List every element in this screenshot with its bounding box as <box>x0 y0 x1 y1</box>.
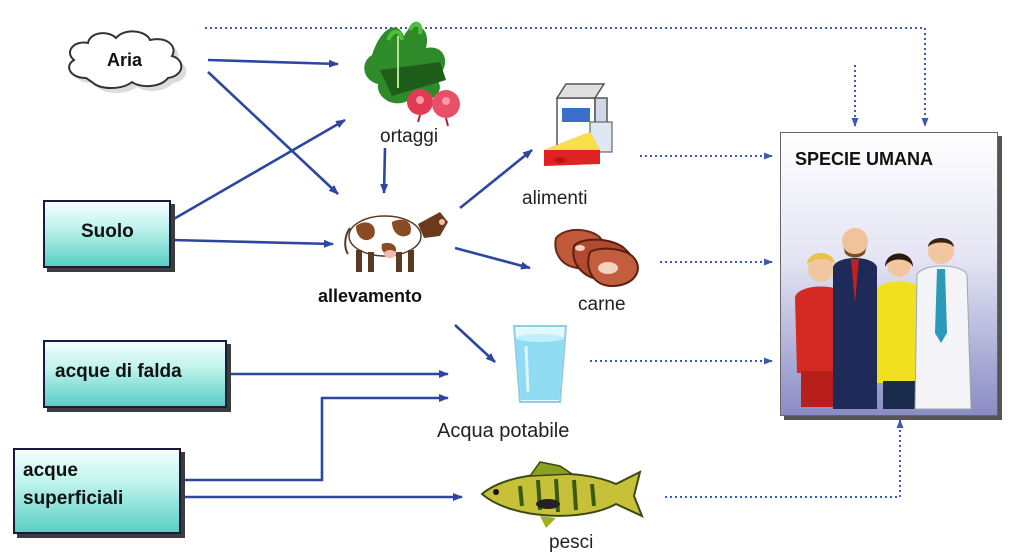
arrow-superficiali-acqua <box>180 394 449 482</box>
arrow-allevamento-acqua <box>454 324 496 363</box>
aria-label: Aria <box>107 50 143 70</box>
dotted-aria-umana <box>205 27 929 127</box>
ortaggi-label: ortaggi <box>380 126 439 147</box>
arrow-aria-ortaggi <box>207 58 339 68</box>
water-glass-icon <box>512 325 568 403</box>
cow-icon <box>344 212 448 272</box>
meat-icon <box>554 229 639 288</box>
acque-superficiali-label-line1: acque <box>23 460 78 481</box>
dairy-food-icon <box>544 83 613 166</box>
arrow-allevamento-alimenti <box>459 148 533 210</box>
vegetables-icon <box>364 21 460 127</box>
dotted-pesci-umana <box>665 419 904 498</box>
pesci-label: pesci <box>549 532 594 553</box>
carne-label: carne <box>578 294 626 315</box>
arrow-suolo-ortaggi <box>171 118 346 222</box>
arrow-aria-allevamento <box>207 71 339 195</box>
alimenti-label: alimenti <box>522 188 588 209</box>
acqua-potabile-label: Acqua potabile <box>437 420 570 442</box>
arrow-suolo-allevamento <box>171 238 334 248</box>
dotted-arrows <box>205 27 929 498</box>
arrow-ortaggi-allevamento <box>380 147 389 194</box>
flow-arrows <box>171 58 533 501</box>
suolo-label: Suolo <box>81 221 134 242</box>
source-box-acque-superficiali: acque superficiali <box>13 448 181 534</box>
fish-icon <box>480 461 644 528</box>
specie-umana-title: SPECIE UMANA <box>795 149 934 169</box>
specie-umana-box: SPECIE UMANA <box>780 132 998 416</box>
cloud-icon <box>68 30 187 93</box>
allevamento-label: allevamento <box>318 286 423 306</box>
acque-falda-label: acque di falda <box>55 361 182 382</box>
source-box-acque-falda: acque di falda <box>43 340 227 408</box>
people-group-icon <box>795 228 972 410</box>
acque-superficiali-label-line2: superficiali <box>23 488 124 509</box>
source-box-suolo: Suolo <box>43 200 171 268</box>
arrow-allevamento-carne <box>454 246 531 270</box>
